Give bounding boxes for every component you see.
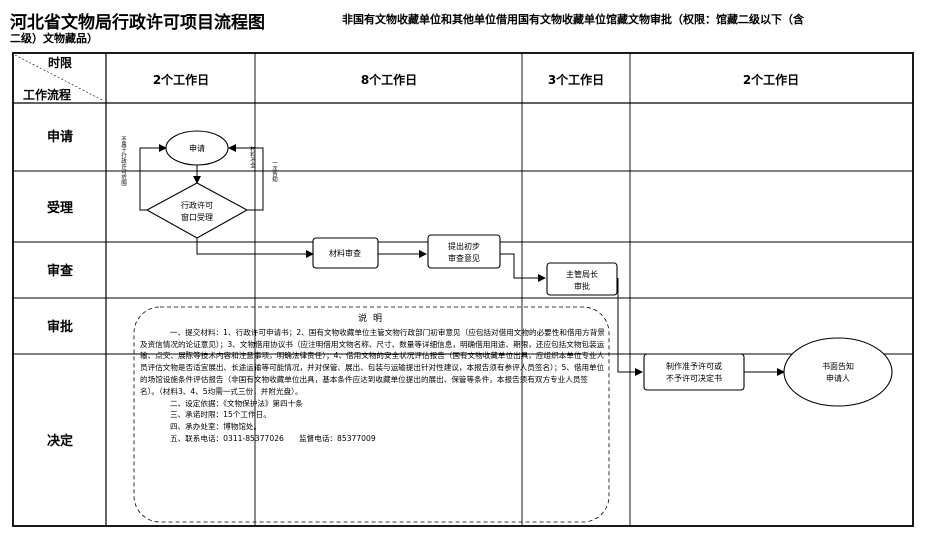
arrow-opinion-to-leader xyxy=(500,253,546,282)
svg-text:不属于行政许可范围: 不属于行政许可范围 xyxy=(120,136,127,187)
node-leader-box xyxy=(546,262,618,296)
node-accept-label-2: 窗口受理 xyxy=(181,212,213,222)
node-decision-box xyxy=(643,353,745,391)
page-title: 河北省文物局行政许可项目流程图 xyxy=(10,13,265,33)
column-header-3: 3个工作日 xyxy=(548,72,604,87)
arrow-leader-to-decision xyxy=(617,278,643,376)
node-notify-label-2: 申请人 xyxy=(826,373,850,383)
node-opinion-label-2: 审查意见 xyxy=(448,253,480,263)
notes-panel: 说明 一、提交材料：1、行政许可申请书；2、国有文物收藏单位主管文物行政部门初审… xyxy=(140,312,606,520)
notes-contact: 五、联系电话：0311-85377026 监督电话：85377009 xyxy=(170,433,376,443)
node-opinion-box xyxy=(427,234,501,269)
loop-right-incomplete xyxy=(228,144,264,211)
notes-legal-basis: 二、设定依据：《文物保护法》第四十条 xyxy=(170,398,303,408)
node-notify-label-1: 书面告知 xyxy=(822,361,854,371)
node-leader-label-2: 审批 xyxy=(574,281,590,291)
row-label-decide: 决定 xyxy=(47,433,73,449)
arrow-accept-to-material-review xyxy=(196,238,314,258)
node-decision-label-2: 不予许可决定书 xyxy=(666,373,722,383)
node-accept-label-1: 行政许可 xyxy=(181,200,213,210)
svg-text:材料不全: 材料不全 xyxy=(249,145,256,169)
notes-materials: 一、提交材料：1、行政许可申请书；2、国有文物收藏单位主管文物行政部门初审意见（… xyxy=(140,327,605,396)
node-material-review-label: 材料审查 xyxy=(329,248,361,258)
column-header-4: 2个工作日 xyxy=(743,72,799,87)
side-label-notify-once: 一次告知 xyxy=(271,160,278,183)
title-bar: 河北省文物局行政许可项目流程图 非国有文物收藏单位和其他单位借用国有文物收藏单位… xyxy=(10,6,920,48)
loop-left-not-in-scope xyxy=(139,144,167,211)
node-material-review-box xyxy=(312,237,379,269)
node-accept-diamond xyxy=(145,182,249,239)
node-notify-ellipse xyxy=(783,337,893,407)
page-subtitle-continued: 二级）文物藏品） xyxy=(10,32,98,45)
column-header-1: 2个工作日 xyxy=(153,72,209,87)
side-label-not-in-scope: 不属于行政许可范围 xyxy=(120,136,127,187)
node-apply-ellipse xyxy=(165,130,229,166)
notes-heading: 说明 xyxy=(357,314,388,324)
column-header-2: 8个工作日 xyxy=(361,72,417,87)
node-apply-label: 申请 xyxy=(189,143,205,153)
notes-frame xyxy=(133,306,610,523)
corner-label-time: 时限 xyxy=(48,55,72,70)
notes-time-limit: 三、承诺时限：15个工作日。 xyxy=(170,410,271,420)
row-label-apply: 申请 xyxy=(47,129,73,145)
node-opinion-label-1: 提出初步 xyxy=(448,241,480,251)
page-subtitle: 非国有文物收藏单位和其他单位借用国有文物收藏单位馆藏文物审批（权限：馆藏二级以下… xyxy=(342,13,804,26)
corner-label-process: 工作流程 xyxy=(23,87,71,102)
node-leader-label-1: 主管局长 xyxy=(566,269,598,279)
node-decision-label-1: 制作准予许可或 xyxy=(666,361,722,371)
connectors xyxy=(139,144,785,376)
svg-text:一次告知: 一次告知 xyxy=(271,160,278,183)
row-label-accept: 受理 xyxy=(47,200,73,216)
row-label-review: 审查 xyxy=(47,263,74,279)
row-label-approve: 审批 xyxy=(47,319,73,335)
notes-department: 四、承办处室：博物馆处。 xyxy=(170,422,262,432)
side-label-incomplete: 材料不全 xyxy=(249,145,256,169)
